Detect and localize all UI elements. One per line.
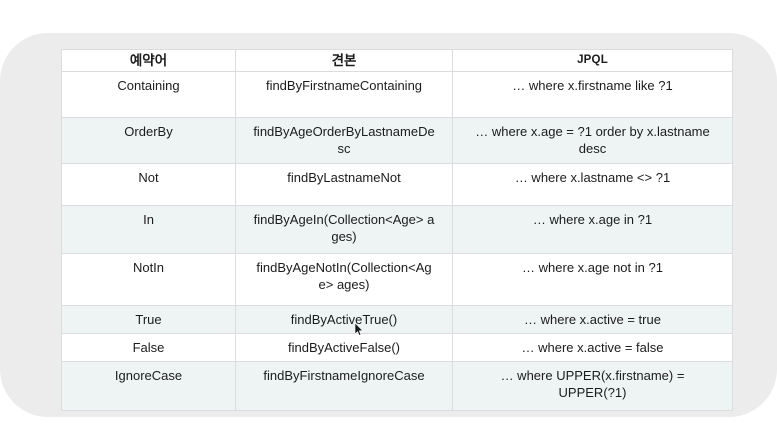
cell-keyword: Not xyxy=(61,163,236,206)
cell-keyword: NotIn xyxy=(61,253,236,306)
table-row: IgnoreCase findByFirstnameIgnoreCase … w… xyxy=(61,361,733,411)
cell-jpql: … where x.age in ?1 xyxy=(452,205,733,254)
cell-jpql: … where x.firstname like ?1 xyxy=(452,71,733,118)
table-row: NotIn findByAgeNotIn(Collection<Ag e> ag… xyxy=(61,253,733,306)
cell-keyword: False xyxy=(61,333,236,362)
cell-keyword: OrderBy xyxy=(61,117,236,164)
cell-sample: findByAgeIn(Collection<Age> a ges) xyxy=(235,205,453,254)
cell-sample: findByLastnameNot xyxy=(235,163,453,206)
table-row: OrderBy findByAgeOrderByLastnameDe sc … … xyxy=(61,117,733,164)
cell-sample: findByAgeNotIn(Collection<Ag e> ages) xyxy=(235,253,453,306)
cell-jpql: … where x.age = ?1 order by x.lastname d… xyxy=(452,117,733,164)
cell-keyword: In xyxy=(61,205,236,254)
cell-jpql: … where x.active = true xyxy=(452,305,733,334)
cell-jpql: … where UPPER(x.firstname) = UPPER(?1) xyxy=(452,361,733,411)
cell-keyword: True xyxy=(61,305,236,334)
cell-keyword: IgnoreCase xyxy=(61,361,236,411)
cell-jpql: … where x.active = false xyxy=(452,333,733,362)
table-header-row: 예약어 견본 JPQL xyxy=(61,49,733,72)
table-row: Not findByLastnameNot … where x.lastname… xyxy=(61,163,733,206)
cell-sample: findByAgeOrderByLastnameDe sc xyxy=(235,117,453,164)
cell-jpql: … where x.age not in ?1 xyxy=(452,253,733,306)
table-row: Containing findByFirstnameContaining … w… xyxy=(61,71,733,118)
column-header-sample: 견본 xyxy=(235,49,453,72)
table-row: In findByAgeIn(Collection<Age> a ges) … … xyxy=(61,205,733,254)
cell-sample: findByActiveFalse() xyxy=(235,333,453,362)
column-header-jpql: JPQL xyxy=(452,49,733,72)
cell-sample: findByFirstnameContaining xyxy=(235,71,453,118)
table-row: True findByActiveTrue() … where x.active… xyxy=(61,305,733,334)
cell-keyword: Containing xyxy=(61,71,236,118)
cell-sample: findByActiveTrue() xyxy=(235,305,453,334)
table-row: False findByActiveFalse() … where x.acti… xyxy=(61,333,733,362)
jpa-keywords-table: 예약어 견본 JPQL Containing findByFirstnameCo… xyxy=(61,49,733,411)
cell-jpql: … where x.lastname <> ?1 xyxy=(452,163,733,206)
cell-sample: findByFirstnameIgnoreCase xyxy=(235,361,453,411)
column-header-keyword: 예약어 xyxy=(61,49,236,72)
